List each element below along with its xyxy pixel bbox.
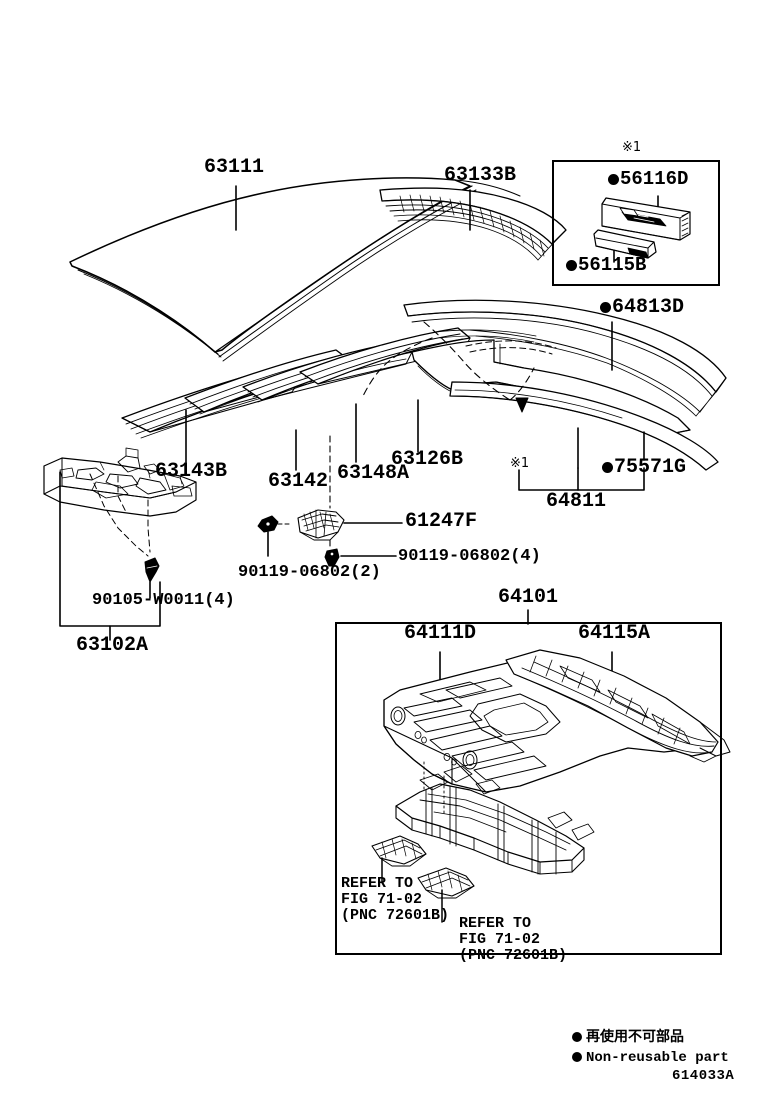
label-63126B: 63126B (391, 448, 464, 471)
label-56115B: 56115B (566, 256, 646, 275)
label-63142: 63142 (268, 470, 329, 493)
label-56116D: 56116D (608, 170, 688, 189)
label-64811: 64811 (546, 490, 607, 513)
label-61247F: 61247F (405, 510, 478, 533)
refer-left-line3: (PNC 72601B) (341, 907, 450, 925)
figure-code: 614033A (672, 1068, 735, 1084)
group-bracket-63102A (59, 471, 161, 641)
label-90105-W0011-4: 90105-W0011(4) (92, 591, 235, 610)
non-reusable-marker-icon (572, 1052, 582, 1062)
non-reusable-marker-icon (608, 174, 619, 185)
part-bracket-61247F (257, 435, 345, 567)
part-roof-rear-rail-63133B (379, 187, 567, 261)
label-64813D: 64813D (600, 298, 684, 318)
legend-english-text: Non-reusable part (586, 1050, 729, 1066)
label-63148A: 63148A (337, 462, 410, 485)
label-64111D: 64111D (404, 622, 477, 645)
inset-box-back-panel (335, 622, 722, 955)
label-64101: 64101 (498, 586, 559, 609)
part-roof-panel-63111 (69, 177, 521, 362)
part-roof-side-rail-group (361, 299, 727, 471)
refer-note-left: REFER TO FIG 71-02 (PNC 72601B) (341, 875, 450, 925)
part-roof-reinf-63142 (184, 349, 353, 415)
label-64813D-text: 64813D (612, 296, 685, 319)
non-reusable-marker-icon (600, 302, 611, 313)
inset-box-mirror (552, 160, 720, 286)
refer-left-line2: FIG 71-02 (341, 891, 423, 909)
label-63102A: 63102A (76, 634, 149, 657)
non-reusable-marker-icon (566, 260, 577, 271)
label-63133B: 63133B (444, 164, 517, 187)
label-56116D-text: 56116D (620, 168, 689, 190)
part-roof-reinf-63148A (242, 341, 413, 403)
label-63111: 63111 (204, 156, 265, 179)
label-90119-06802-2: 90119-06802(2) (238, 563, 381, 582)
label-75571G-text: 75571G (614, 456, 687, 479)
label-56115B-text: 56115B (578, 254, 647, 276)
non-reusable-marker-icon (572, 1032, 582, 1042)
non-reusable-marker-icon (602, 462, 613, 473)
part-roof-reinf-63143B (121, 367, 301, 439)
legend-japanese-text: 再使用不可部品 (586, 1029, 684, 1045)
refer-right-line3: (PNC 72601B) (459, 947, 568, 965)
refer-left-line1: REFER TO (341, 875, 414, 892)
star-mark-64811: ※1 (510, 456, 530, 471)
legend-japanese: 再使用不可部品 (572, 1026, 684, 1046)
refer-note-right: REFER TO FIG 71-02 (PNC 72601B) (459, 915, 568, 965)
label-90119-06802-4: 90119-06802(4) (398, 547, 541, 566)
label-64115A: 64115A (578, 622, 651, 645)
refer-right-line2: FIG 71-02 (459, 931, 541, 949)
legend-english: Non-reusable part (572, 1050, 729, 1066)
label-63143B: 63143B (155, 460, 228, 483)
star-mark-inset: ※1 (622, 140, 642, 155)
label-75571G: 75571G (602, 458, 686, 478)
part-roof-reinf-63126B (299, 327, 471, 385)
refer-right-line1: REFER TO (459, 915, 532, 932)
